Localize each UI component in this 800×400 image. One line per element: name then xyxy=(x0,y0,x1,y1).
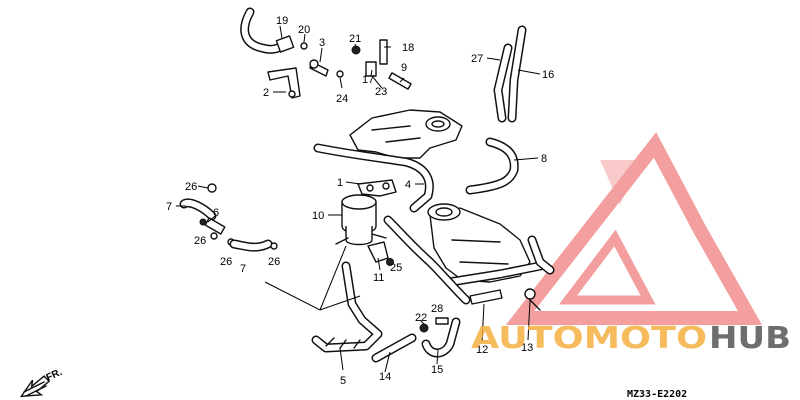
callout-18: 18 xyxy=(402,42,414,54)
clip-20 xyxy=(300,42,308,50)
watermark-logo xyxy=(505,132,763,325)
callout-16: 16 xyxy=(542,69,554,81)
callout-26d: 26 xyxy=(268,256,280,268)
valve-10 xyxy=(335,194,387,246)
hose-7a xyxy=(179,198,217,221)
brand-name-part2: HUB xyxy=(709,321,791,356)
callout-26c: 26 xyxy=(220,256,232,268)
callout-numbers: 19 20 3 2 24 21 18 17 23 9 27 16 8 1 4 1… xyxy=(166,15,554,387)
fitting-23 xyxy=(365,61,377,77)
valve-6 xyxy=(199,217,226,235)
callout-1: 1 xyxy=(337,177,343,189)
callout-14: 14 xyxy=(379,371,391,383)
direction-label: FR. xyxy=(45,367,64,384)
upper-manifold xyxy=(349,109,463,159)
hose-27 xyxy=(493,43,513,123)
diagram-code: MZ33-E2202 xyxy=(627,389,687,400)
watermark-text: AUTOMOTO HUB xyxy=(471,321,791,356)
bracket-11 xyxy=(367,241,389,263)
callout-20: 20 xyxy=(298,24,310,36)
brand-name-part1: AUTOMOTO xyxy=(471,321,707,356)
hose-7b xyxy=(229,239,273,252)
front-direction-arrow: FR. xyxy=(19,367,64,398)
hose-5 xyxy=(311,261,383,353)
bracket-2 xyxy=(267,67,301,99)
leader-lines xyxy=(176,25,541,373)
clamp-26d xyxy=(270,242,278,250)
fitting-3 xyxy=(309,59,329,77)
callout-26a: 26 xyxy=(185,181,197,193)
callout-7a: 7 xyxy=(166,201,172,213)
hose-14 xyxy=(371,333,417,363)
hose-side xyxy=(527,235,555,275)
callout-7b: 7 xyxy=(240,263,246,275)
hose-8 xyxy=(465,137,519,195)
hose-16 xyxy=(507,25,527,123)
callout-10: 10 xyxy=(312,210,324,222)
hose-long xyxy=(383,215,471,305)
clip-24 xyxy=(336,70,344,78)
bolt-25 xyxy=(386,258,394,266)
callout-25: 25 xyxy=(390,262,402,274)
fitting-13 xyxy=(524,288,541,311)
callout-3: 3 xyxy=(319,37,325,49)
callout-5: 5 xyxy=(340,375,346,387)
callout-12: 12 xyxy=(476,344,488,356)
callout-28: 28 xyxy=(431,303,443,315)
hose-9 xyxy=(388,72,412,90)
hose-19-group xyxy=(240,7,295,54)
callout-2: 2 xyxy=(263,87,269,99)
callout-15: 15 xyxy=(431,364,443,376)
callout-19: 19 xyxy=(276,15,288,27)
callout-23: 23 xyxy=(375,86,387,98)
hose-4 xyxy=(313,143,434,213)
callout-8: 8 xyxy=(541,153,547,165)
bracket-1 xyxy=(357,179,397,197)
hose-18 xyxy=(379,39,388,65)
clamp-26b xyxy=(210,232,218,240)
callout-13: 13 xyxy=(521,342,533,354)
fitting-22 xyxy=(419,323,429,333)
callout-9: 9 xyxy=(401,62,407,74)
hose-15 xyxy=(421,317,461,358)
callout-26b: 26 xyxy=(194,235,206,247)
callout-4: 4 xyxy=(405,179,411,191)
fitting-28 xyxy=(435,317,449,325)
callout-21: 21 xyxy=(349,33,361,45)
callout-24: 24 xyxy=(336,93,348,105)
pipe-12 xyxy=(445,261,545,305)
lower-manifold xyxy=(427,203,531,283)
callout-6: 6 xyxy=(213,207,219,219)
clamp-26a xyxy=(207,183,217,193)
callout-27: 27 xyxy=(471,53,483,65)
callout-11: 11 xyxy=(373,272,384,284)
callout-22: 22 xyxy=(415,312,427,324)
callout-17: 17 xyxy=(362,74,374,86)
